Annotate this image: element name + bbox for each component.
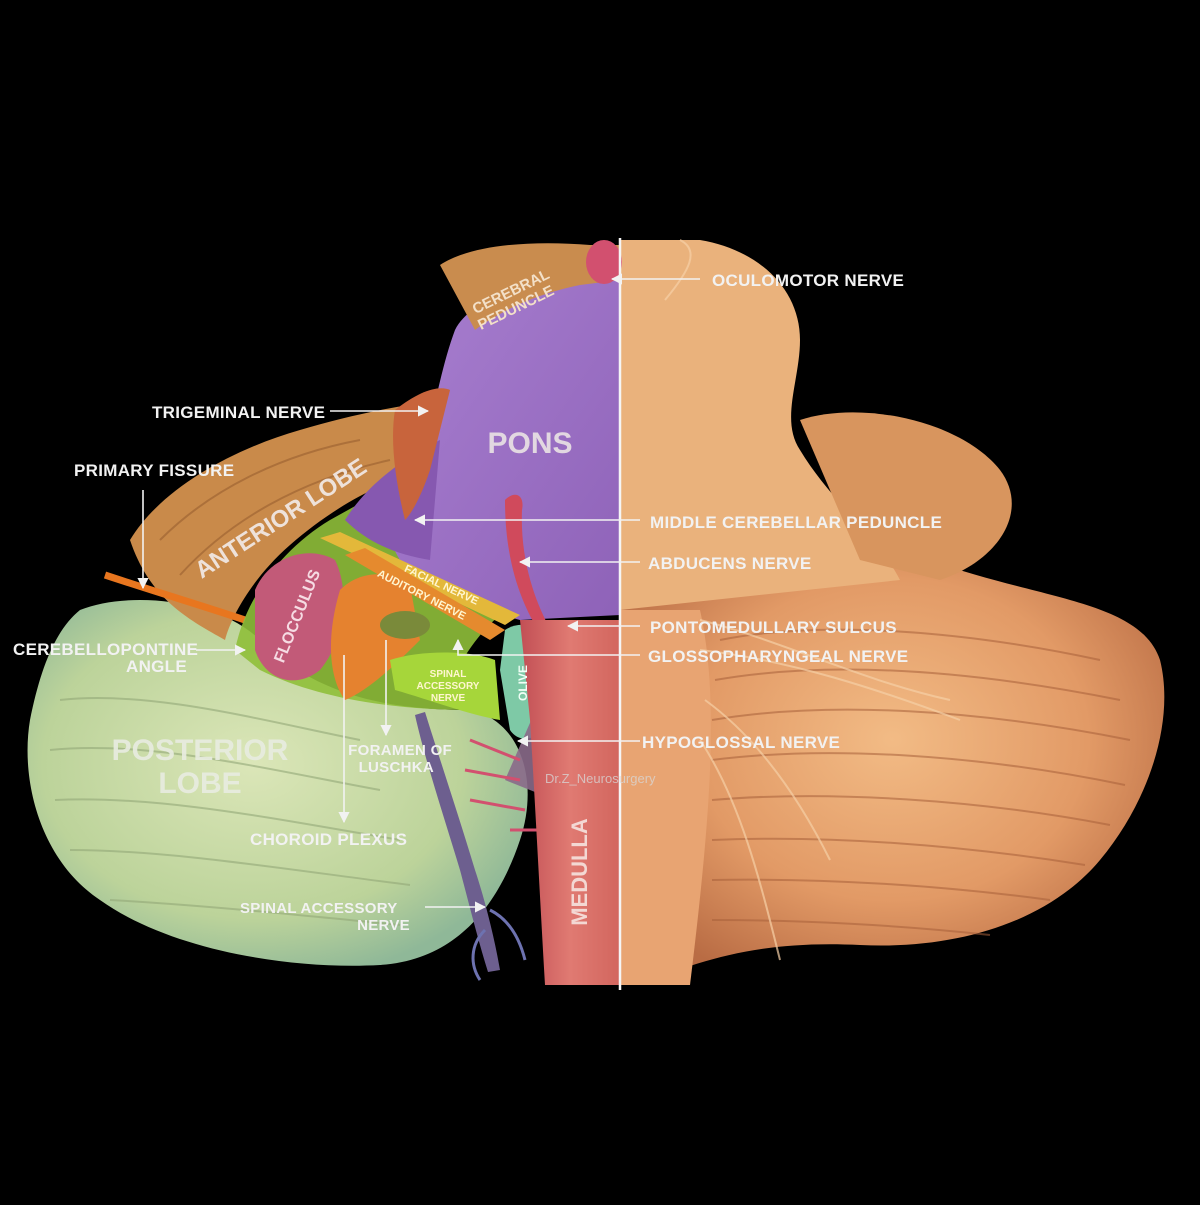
auditory-nerve-band: [345, 548, 505, 640]
posterior-lobe-region: [27, 600, 528, 966]
medulla-region: [520, 620, 620, 985]
label-choroid-plexus: CHOROID PLEXUS: [250, 830, 407, 849]
label-hypoglossal-nerve: HYPOGLOSSAL NERVE: [642, 733, 840, 752]
right-middle-peduncle: [800, 412, 1012, 580]
right-specimen: [620, 239, 1165, 985]
label-spinal-accessory-line1: SPINAL ACCESSORY: [240, 900, 398, 917]
label-primary-fissure: PRIMARY FISSURE: [74, 461, 234, 480]
pointer-glossopharyngeal: [452, 638, 640, 656]
anterior-lobe-region: [130, 400, 445, 640]
label-abducens-nerve: ABDUCENS NERVE: [648, 554, 812, 573]
spinal-accessory-branches: [471, 908, 527, 981]
watermark-text: Dr.Z_Neurosurgery: [545, 771, 656, 786]
region-posterior-lobe-line1: POSTERIOR: [112, 734, 289, 767]
left-diagram: [27, 240, 622, 985]
abducens-nerve-shape: [505, 494, 548, 630]
choroid-nodule: [380, 611, 430, 639]
label-glossopharyngeal-nerve: GLOSSOPHARYNGEAL NERVE: [648, 647, 908, 666]
region-medulla: MEDULLA: [567, 818, 592, 926]
label-pontomedullary-sulcus: PONTOMEDULLARY SULCUS: [650, 618, 897, 637]
spinal-accessory-inner-region: [390, 652, 500, 720]
hypoglossal-rootlets: [464, 738, 550, 832]
cerebral-peduncle-region: [440, 243, 620, 330]
region-spinal-accessory-inner-line2: ACCESSORY: [417, 681, 480, 692]
region-posterior-lobe-line2: LOBE: [158, 767, 241, 800]
primary-fissure-line: [103, 571, 247, 624]
label-spinal-accessory-line2: NERVE: [357, 917, 410, 934]
callout-labels: OCULOMOTOR NERVE TRIGEMINAL NERVE PRIMAR…: [13, 271, 942, 934]
pointer-lines: [137, 273, 700, 913]
region-pons: PONS: [487, 427, 572, 460]
trigeminal-nerve-shape: [393, 388, 450, 520]
right-pons: [620, 240, 900, 610]
region-spinal-accessory-inner-line1: SPINAL: [430, 669, 467, 680]
label-foramen-luschka-line2: LUSCHKA: [359, 759, 434, 776]
right-nerve-roots: [664, 239, 961, 961]
oculomotor-nerve-shape: [586, 240, 622, 284]
right-medulla: [620, 610, 711, 985]
pons-region: [390, 280, 620, 620]
region-spinal-accessory-inner-line3: NERVE: [431, 693, 466, 704]
label-trigeminal-nerve: TRIGEMINAL NERVE: [152, 403, 325, 422]
label-middle-cerebellar-peduncle: MIDDLE CEREBELLAR PEDUNCLE: [650, 513, 942, 532]
label-oculomotor-nerve: OCULOMOTOR NERVE: [712, 271, 904, 290]
label-cerebellopontine-angle-line2: ANGLE: [126, 657, 187, 676]
flocculus-region: [255, 553, 344, 681]
anterior-folia: [159, 439, 391, 576]
posterior-folia: [49, 697, 411, 926]
choroid-region: [330, 574, 420, 700]
region-olive: OLIVE: [516, 665, 530, 701]
right-folia: [711, 628, 1131, 936]
label-cerebellopontine-angle-line1: CEREBELLOPONTINE: [13, 640, 198, 659]
label-foramen-luschka-line1: FORAMEN OF: [348, 742, 452, 759]
